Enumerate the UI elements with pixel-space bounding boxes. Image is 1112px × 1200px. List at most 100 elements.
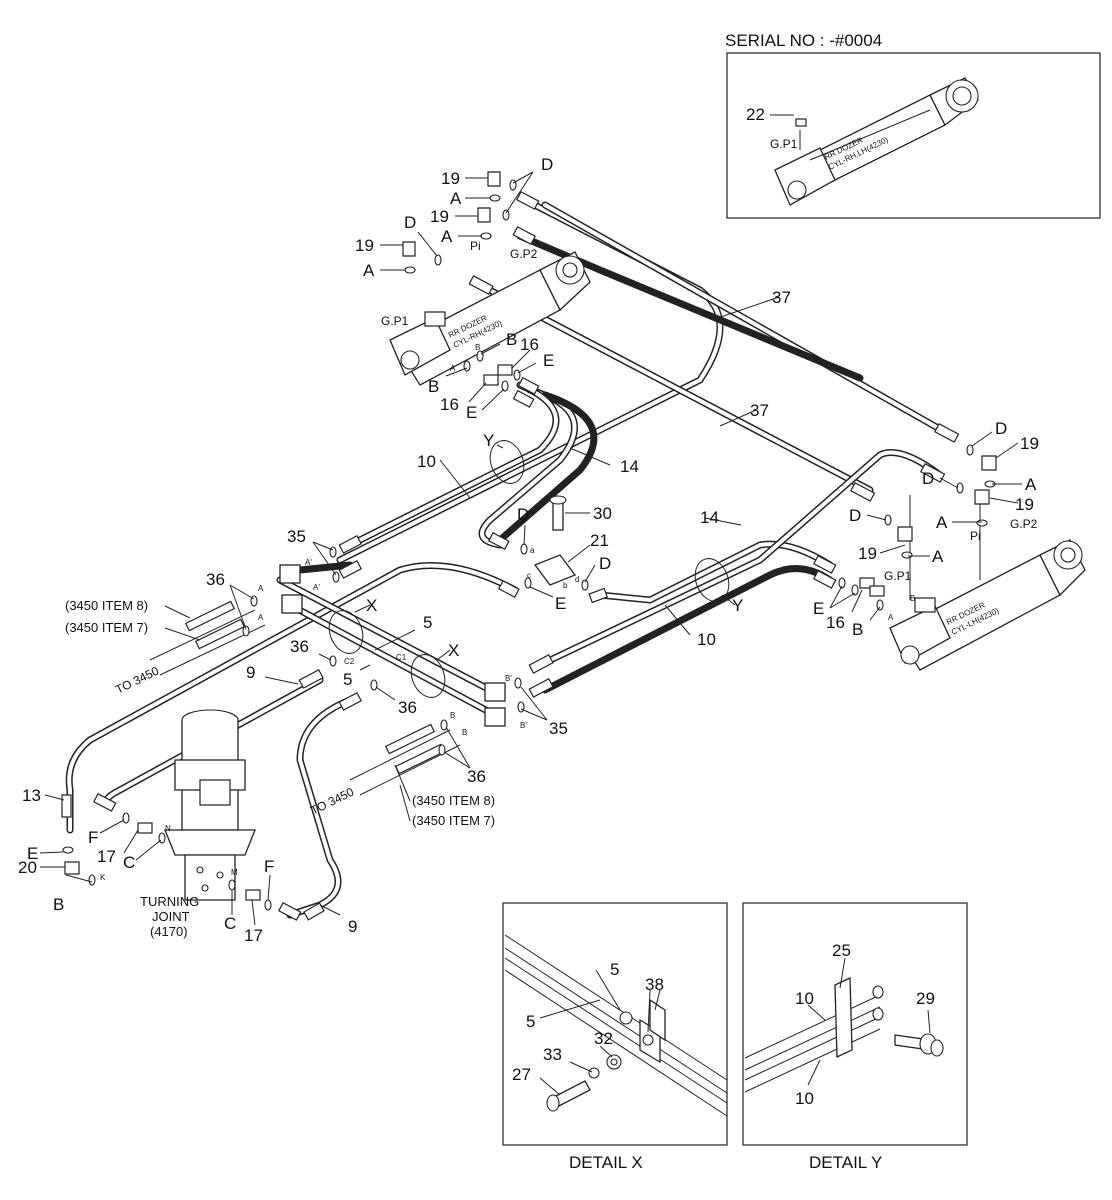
callout-19-c: 19 xyxy=(355,236,374,255)
detail-x-5-b: 5 xyxy=(526,1012,535,1031)
serial-title: SERIAL NO : -#0004 xyxy=(725,31,882,50)
port-b: b xyxy=(563,581,568,590)
port-A-prime-lower: A' xyxy=(313,583,320,592)
port-marks: a b c d A A' A A' B B' B B' C1 C2 K M N xyxy=(100,546,579,882)
callout-17-a: 17 xyxy=(97,847,116,866)
callout-B-b: B xyxy=(428,377,439,396)
detail-x-38: 38 xyxy=(645,975,664,994)
detail-y-title: DETAIL Y xyxy=(809,1153,882,1172)
adapters xyxy=(64,171,997,901)
callout-A-f: A xyxy=(932,547,944,566)
callout-13: 13 xyxy=(22,786,41,805)
detail-y-frame xyxy=(742,902,968,1146)
callout-10-a: 10 xyxy=(417,452,436,471)
callout-19-a: 19 xyxy=(441,169,460,188)
port-B-prime-upper: B' xyxy=(505,674,512,683)
lh-port-gp1: G.P1 xyxy=(884,569,912,583)
callout-E-d: E xyxy=(27,844,38,863)
blocks xyxy=(279,495,577,727)
rh-port-b: B xyxy=(475,343,480,352)
detail-x-27: 27 xyxy=(512,1065,531,1084)
callout-E-e: E xyxy=(813,599,824,618)
rh-port-gp1: G.P1 xyxy=(381,314,409,328)
lh-port-pi: Pi xyxy=(970,529,981,543)
port-c: c xyxy=(527,571,531,580)
port-d: d xyxy=(575,575,579,584)
callout-X-b: X xyxy=(448,641,459,660)
detail-x-32: 32 xyxy=(594,1029,613,1048)
ref-to3450-upper: TO 3450 xyxy=(113,664,161,697)
callout-C-b: C xyxy=(224,914,236,933)
callout-35-b: 35 xyxy=(549,719,568,738)
callout-E-c: E xyxy=(555,594,566,613)
callout-21: 21 xyxy=(590,531,609,550)
port-a: a xyxy=(530,546,535,555)
callout-X-a: X xyxy=(366,596,377,615)
port-N: N xyxy=(165,824,171,833)
callout-37-b: 37 xyxy=(750,401,769,420)
leader-lines xyxy=(39,171,1022,926)
turning-joint: TURNING JOINT (4170) xyxy=(140,709,256,939)
callout-F-b: F xyxy=(264,857,274,876)
callout-14-a: 14 xyxy=(620,457,639,476)
callout-A-d: A xyxy=(1025,475,1037,494)
turning-joint-label-3: (4170) xyxy=(150,924,188,939)
callout-D-a: D xyxy=(541,155,553,174)
hose-fittings xyxy=(61,190,960,921)
callout-17-b: 17 xyxy=(244,926,263,945)
cylinder-lh: RR DOZER CYL-LH(4230) G.P1 G.P2 Pi A B xyxy=(884,495,1086,671)
port-A-lower: A xyxy=(258,613,264,622)
detail-y-10-a: 10 xyxy=(795,989,814,1008)
lh-port-a: A xyxy=(888,613,894,622)
callout-16-a: 16 xyxy=(520,335,539,354)
callout-20: 20 xyxy=(18,858,37,877)
piping-lines xyxy=(65,196,949,919)
callout-D-d: D xyxy=(599,554,611,573)
callout-9-b: 9 xyxy=(348,917,357,936)
serial-cylinder-illustration xyxy=(774,77,979,206)
callouts: 19 A D 19 A 19 A D B 16 E B 16 E 37 37 1… xyxy=(18,155,1039,945)
lh-port-b: B xyxy=(910,594,915,603)
detail-y-25: 25 xyxy=(832,941,851,960)
callout-C-a: C xyxy=(123,853,135,872)
serial-inset: SERIAL NO : -#0004 22 G.P1 RR DOZER CYL-… xyxy=(725,31,1101,219)
port-B-upper: B xyxy=(450,711,455,720)
callout-16-c: 16 xyxy=(826,613,845,632)
port-K: K xyxy=(100,873,106,882)
callout-10-b: 10 xyxy=(697,630,716,649)
callout-36-a: 36 xyxy=(206,570,225,589)
callout-A-e: A xyxy=(936,513,948,532)
callout-5-a: 5 xyxy=(423,613,432,632)
callout-22: 22 xyxy=(746,105,765,124)
ref-to3450-lower: TO 3450 xyxy=(308,785,356,818)
callout-19-e: 19 xyxy=(1015,495,1034,514)
rh-port-a: A xyxy=(450,364,456,373)
callout-19-d: 19 xyxy=(1020,434,1039,453)
rh-port-gp2: G.P2 xyxy=(510,247,538,261)
serial-port-gp1: G.P1 xyxy=(770,137,798,151)
ref-item8-lower: (3450 ITEM 8) xyxy=(412,793,495,808)
port-C2: C2 xyxy=(344,657,355,666)
callout-A-c: A xyxy=(363,261,375,280)
detail-y-10-b: 10 xyxy=(795,1089,814,1108)
detail-markers xyxy=(328,440,730,698)
callout-B-a: B xyxy=(506,330,517,349)
ref-item7-upper: (3450 ITEM 7) xyxy=(65,620,148,635)
callout-9-a: 9 xyxy=(246,663,255,682)
port-B-prime-lower: B' xyxy=(520,721,527,730)
callout-B-d: B xyxy=(852,620,863,639)
detail-y-29: 29 xyxy=(916,989,935,1008)
turning-joint-label-1: TURNING xyxy=(140,894,199,909)
rh-port-pi: Pi xyxy=(470,239,481,253)
callout-Y-a: Y xyxy=(483,431,494,450)
callout-19-f: 19 xyxy=(858,544,877,563)
port-M: M xyxy=(231,868,238,877)
port-C1: C1 xyxy=(396,653,407,662)
callout-36-d: 36 xyxy=(467,767,486,786)
callout-D-e: D xyxy=(995,419,1007,438)
callout-D-f: D xyxy=(922,469,934,488)
detail-x-5-a: 5 xyxy=(610,960,619,979)
callout-14-b: 14 xyxy=(700,508,719,527)
serial-frame xyxy=(726,52,1101,219)
callout-36-c: 36 xyxy=(398,698,417,717)
